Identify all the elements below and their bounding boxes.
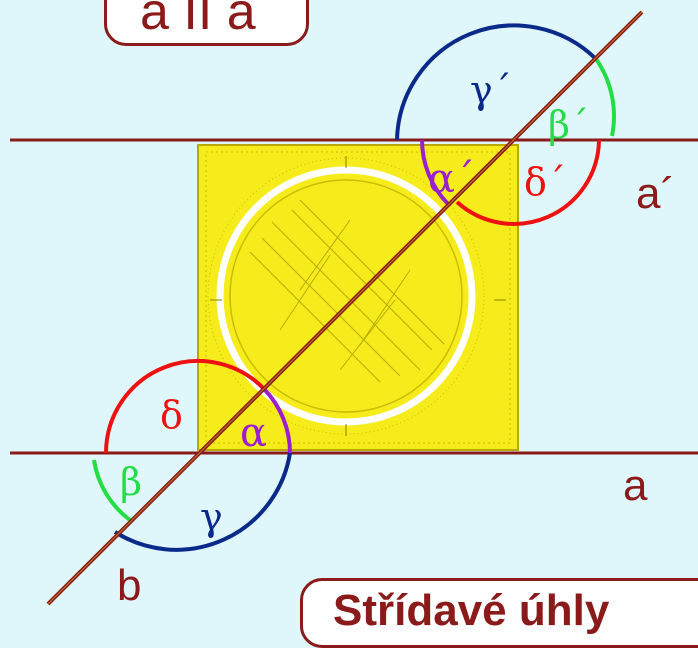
arc-gamma (113, 452, 292, 552)
angle-label-delta-prime: δ´ (524, 160, 566, 204)
arc-alpha (262, 387, 292, 454)
parallel-lines-diagram: δ α β γ γ´ β´ δ´ α´ (10, 10, 698, 606)
arc-beta (92, 459, 132, 522)
angle-label-gamma: γ (200, 495, 223, 539)
diagram-stage: δ α β γ γ´ β´ δ´ α´ a II a´ Střídavé úhl… (10, 0, 698, 648)
title-box: a II a´ (104, 0, 309, 46)
angle-label-gamma-prime: γ´ (470, 68, 512, 112)
arc-delta-prime (455, 139, 601, 226)
arc-beta-prime (594, 57, 616, 137)
line-label-b: b (117, 561, 142, 610)
angle-label-beta-prime: β´ (548, 103, 589, 147)
angle-label-alpha: α (240, 410, 267, 456)
angle-label-beta: β (120, 460, 142, 504)
arc-gamma-prime (395, 23, 598, 141)
angle-label-alpha-prime: α´ (428, 156, 475, 202)
footer-box: Střídavé úhly (300, 578, 698, 648)
arc-delta (104, 359, 266, 454)
line-label-a: a (623, 461, 648, 510)
arc-alpha-prime (420, 139, 450, 206)
line-label-a-prime: a´ (636, 169, 676, 218)
angle-label-delta: δ (160, 393, 183, 437)
